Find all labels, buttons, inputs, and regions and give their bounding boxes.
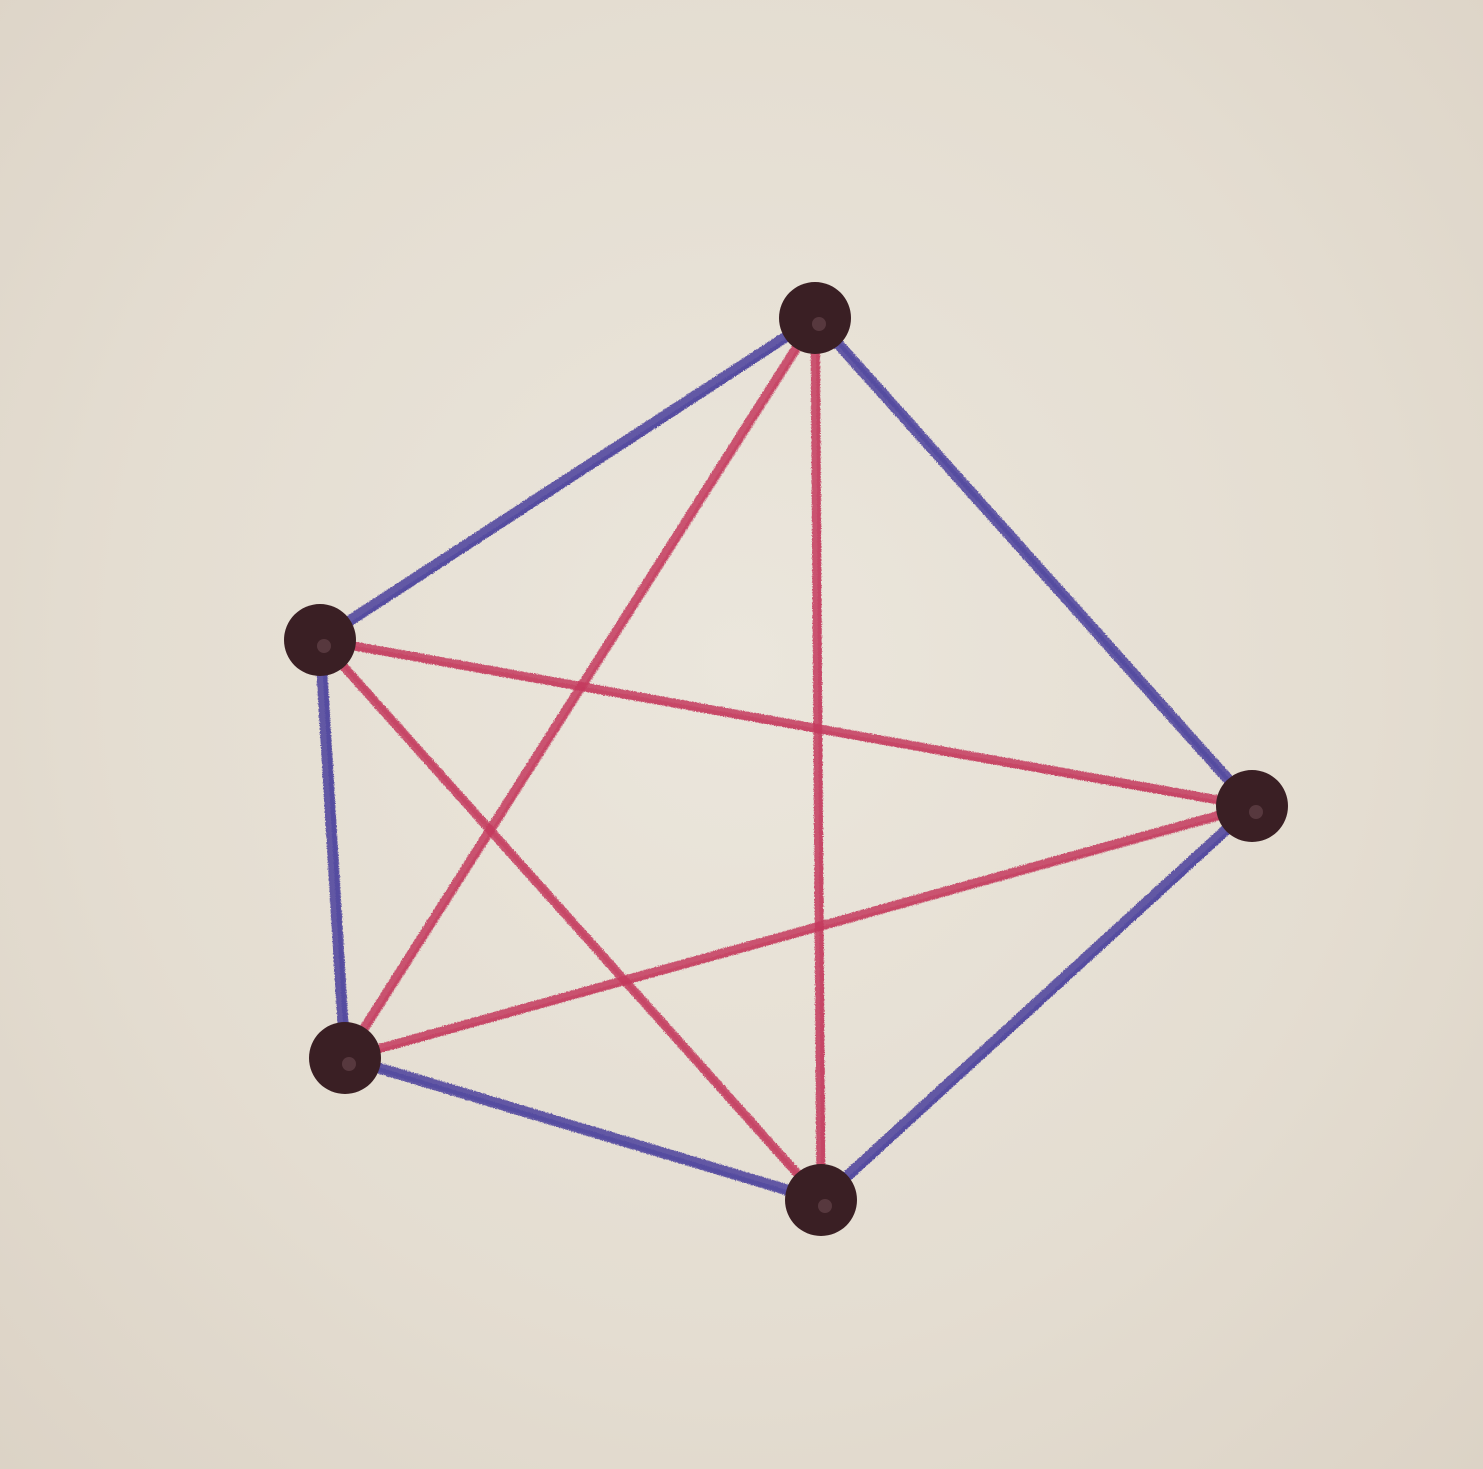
node-right <box>1216 770 1288 842</box>
edge-top-bottom <box>810 313 826 1205</box>
node-dot <box>309 1022 381 1094</box>
node-highlight <box>1249 805 1263 819</box>
node-left <box>284 604 356 676</box>
edge-bottom-left-right <box>340 801 1257 1063</box>
node-highlight <box>317 639 331 653</box>
node-dot <box>779 282 851 354</box>
edge-left-right-texture <box>321 640 1256 811</box>
edge-bottom-left-right-texture <box>346 807 1256 1062</box>
node-top <box>779 282 851 354</box>
nodes-layer <box>284 282 1288 1236</box>
node-bottom-left <box>309 1022 381 1094</box>
node-dot <box>785 1164 857 1236</box>
edge-top-bottom-texture <box>816 318 825 1205</box>
edge-top-right-texture <box>816 318 1256 811</box>
node-dot <box>1216 770 1288 842</box>
edge-top-left <box>314 312 821 646</box>
node-bottom <box>785 1164 857 1236</box>
node-highlight <box>812 317 826 331</box>
node-highlight <box>342 1057 356 1071</box>
edge-left-bottom-texture <box>321 640 825 1205</box>
edge-top-left-texture <box>320 318 820 645</box>
edge-bottom-left-bottom-texture <box>346 1058 825 1205</box>
node-highlight <box>818 1199 832 1213</box>
node-dot <box>284 604 356 676</box>
edge-left-bottom-left-texture <box>321 640 349 1063</box>
edges-layer <box>314 312 1258 1206</box>
edge-bottom-right <box>815 800 1258 1206</box>
edge-bottom-right-texture <box>822 807 1256 1204</box>
edge-left-bottom-left <box>314 634 351 1064</box>
